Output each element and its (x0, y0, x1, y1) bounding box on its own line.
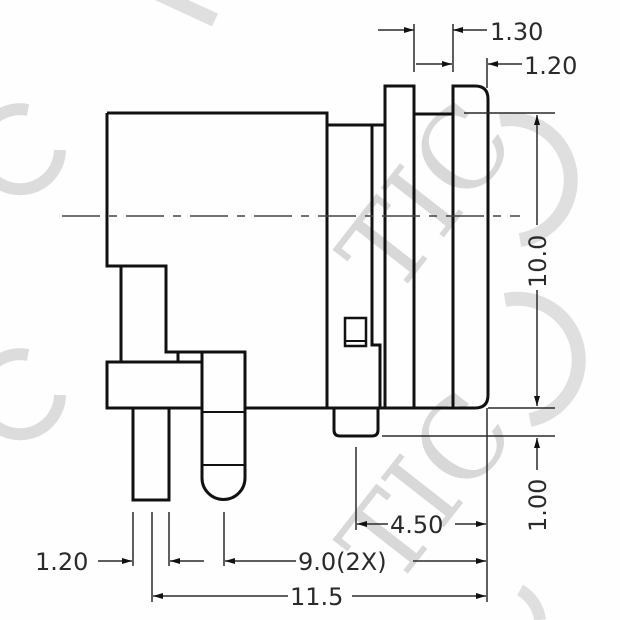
square-pin (131, 406, 171, 502)
watermark-arc-icon (516, 584, 546, 620)
dim-label-pin-pitch: 9.0(2X) (298, 548, 387, 576)
tab-2 (327, 84, 490, 410)
dim-label-top-tab-width: 1.30 (490, 18, 543, 46)
dim-label-rear-to-pin: 4.50 (390, 511, 443, 539)
dimensions (98, 24, 555, 602)
bottom-stub (332, 408, 380, 438)
dim-label-overall-length: 11.5 (290, 583, 343, 611)
watermark-arc-icon (503, 291, 586, 427)
dim-label-bottom-offset: 1.00 (524, 479, 552, 532)
watermark-arc-icon (0, 348, 66, 441)
watermark-arc-icon (0, 103, 66, 196)
latch-line (370, 125, 382, 408)
watermark: TIC TIC (0, 0, 586, 620)
horizontal-bar (105, 360, 204, 410)
main-body (105, 111, 329, 408)
dim-label-top-right-offset: 1.20 (524, 52, 577, 80)
round-pin (200, 350, 247, 501)
tab-1 (383, 84, 416, 408)
part-outline (105, 84, 490, 502)
upper-post (119, 264, 202, 362)
dim-label-pin-width: 1.20 (35, 548, 88, 576)
watermark-arc-icon (498, 112, 578, 247)
latch-window (343, 316, 368, 348)
watermark-stroke (154, 0, 218, 27)
dim-label-body-height: 10.0 (524, 235, 552, 288)
